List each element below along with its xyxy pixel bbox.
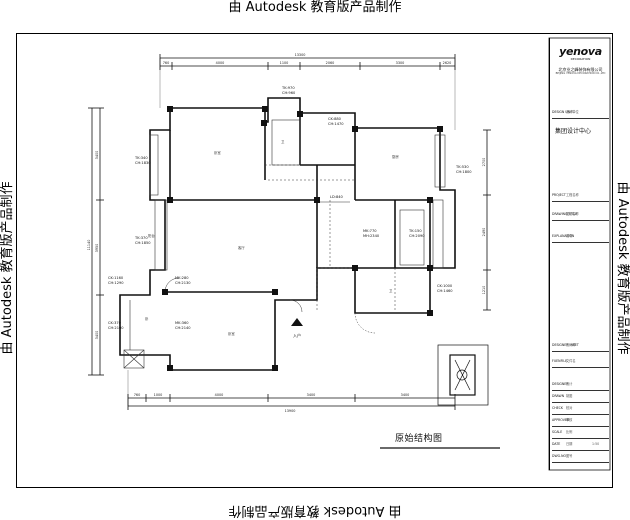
dim-top-0: 760 — [163, 61, 169, 65]
opening-tk970-b: CH:960 — [282, 91, 296, 95]
opening-ck1000-b: CH:1460 — [437, 289, 453, 293]
dim-top-total: 13300 — [295, 53, 306, 57]
opening-tk340-b: CH:1830 — [135, 161, 151, 165]
opening-ck1000-a: CK:1000 — [437, 284, 453, 288]
dim-bottom-4: 3400 — [401, 393, 410, 397]
dim-top-4: 3300 — [396, 61, 405, 65]
columns — [162, 106, 443, 371]
dim-bottom-2: 4000 — [215, 393, 224, 397]
inset-detail — [437, 344, 489, 406]
opening-mk360-a: MK:360 — [175, 321, 189, 325]
design-center-name: 集团设计中心 — [555, 128, 592, 135]
room-bath-1: 卫 — [281, 140, 285, 144]
dim-bottom-3: 3400 — [307, 393, 316, 397]
dim-right-0: 2700 — [482, 158, 486, 167]
company-logo: yenova — [559, 45, 602, 58]
dim-left-1: 3950 — [95, 244, 99, 253]
dim-bottom-1: 1000 — [154, 393, 163, 397]
stair-box — [123, 349, 145, 369]
room-balcony: 阳台 — [148, 233, 155, 238]
dim-left-2: 3400 — [95, 331, 99, 340]
entrance-arrow — [291, 318, 303, 326]
dim-bottom-0: 760 — [134, 393, 140, 397]
logo-subtitle: DECORATION — [570, 57, 591, 61]
opening-ck880-b: CH:1470 — [328, 122, 344, 126]
opening-ck880-a: CK:880 — [328, 117, 342, 121]
dim-top-2: 1100 — [280, 61, 289, 65]
opening-tk970-a: TK:970 — [281, 86, 295, 90]
dim-top-5: 2620 — [443, 61, 452, 65]
opening-ck370-b: CH:2100 — [108, 326, 124, 330]
scale-value: 1:50 — [592, 442, 600, 446]
dim-top-3: 2060 — [326, 61, 335, 65]
dim-top-1: 4000 — [216, 61, 225, 65]
opening-ck370-a: CK:370 — [108, 321, 122, 325]
opening-mk280-b: CH:2130 — [175, 281, 191, 285]
room-bedroom-1: 卧室 — [214, 150, 221, 155]
opening-tk150-a: TK:150 — [408, 229, 422, 233]
drawing-frame — [16, 33, 613, 488]
opening-ck1160-b: CH:1290 — [108, 281, 124, 285]
dim-bottom-total: 13900 — [285, 409, 296, 413]
opening-tk530-b: CH:1800 — [456, 170, 472, 174]
opening-mk360-b: CH:2140 — [175, 326, 191, 330]
room-bedroom-2: 卧室 — [228, 331, 235, 336]
opening-tk150-b: CH:2090 — [409, 234, 425, 238]
opening-mk770-b: MH:2340 — [363, 234, 380, 238]
dim-right-1: 2490 — [482, 228, 486, 237]
room-bath-2: 卫 — [389, 289, 393, 293]
dim-left-0: 3400 — [95, 151, 99, 160]
company-name: 北京业之峰装饰有限公司 — [558, 67, 603, 72]
opening-tk370-a: TK:370 — [134, 236, 148, 240]
room-living: 客厅 — [238, 245, 245, 250]
opening-ld840-a: LD:840 — [330, 195, 344, 199]
dim-right-2: 1210 — [482, 286, 486, 295]
room-kitchen: 厨房 — [392, 154, 399, 159]
opening-tk370-b: CH:1850 — [135, 241, 151, 245]
room-bedroom-3: 卧 — [145, 316, 149, 321]
walls — [119, 97, 456, 371]
watermark-top: 由 Autodesk 教育版产品制作 — [228, 0, 402, 15]
opening-mk280-a: MK:280 — [175, 276, 189, 280]
opening-mk770-a: MK:770 — [363, 229, 377, 233]
company-name-en: BEIJING YENOVA DECORATION CO.,LTD — [555, 72, 606, 75]
entrance-label: 入户 — [293, 332, 301, 338]
dim-left-total: 11140 — [87, 240, 91, 251]
opening-tk530-a: TK:530 — [455, 165, 469, 169]
opening-tk340-a: TK:340 — [134, 156, 148, 160]
opening-ck1160-a: CK:1160 — [108, 276, 124, 280]
plan-title: 原始结构图 — [395, 434, 443, 444]
